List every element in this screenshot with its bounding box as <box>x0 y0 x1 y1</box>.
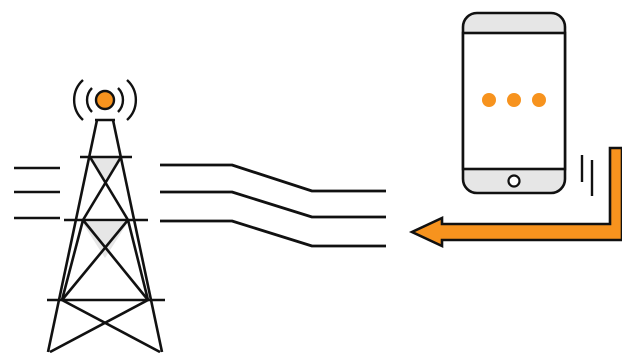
power-line <box>160 190 386 219</box>
signal-wave-left-outer <box>73 79 84 121</box>
broadcast-signal-icon <box>73 79 137 121</box>
power-line <box>160 163 386 193</box>
transmission-tower-icon <box>46 118 165 353</box>
signal-wave-left-inner <box>85 87 93 113</box>
home-button <box>507 174 521 188</box>
typing-dots-icon <box>482 93 546 107</box>
signal-wave-right-inner <box>117 87 125 113</box>
signal-dot <box>94 89 116 111</box>
smartphone-icon <box>461 11 567 195</box>
vibration-icon <box>580 155 594 196</box>
power-line <box>160 219 386 248</box>
power-lines <box>160 163 386 248</box>
left-arrow-icon <box>408 146 622 249</box>
tower-gray-fill-upper <box>88 158 122 180</box>
motion-lines <box>14 166 60 220</box>
signal-wave-right-outer <box>126 79 137 121</box>
